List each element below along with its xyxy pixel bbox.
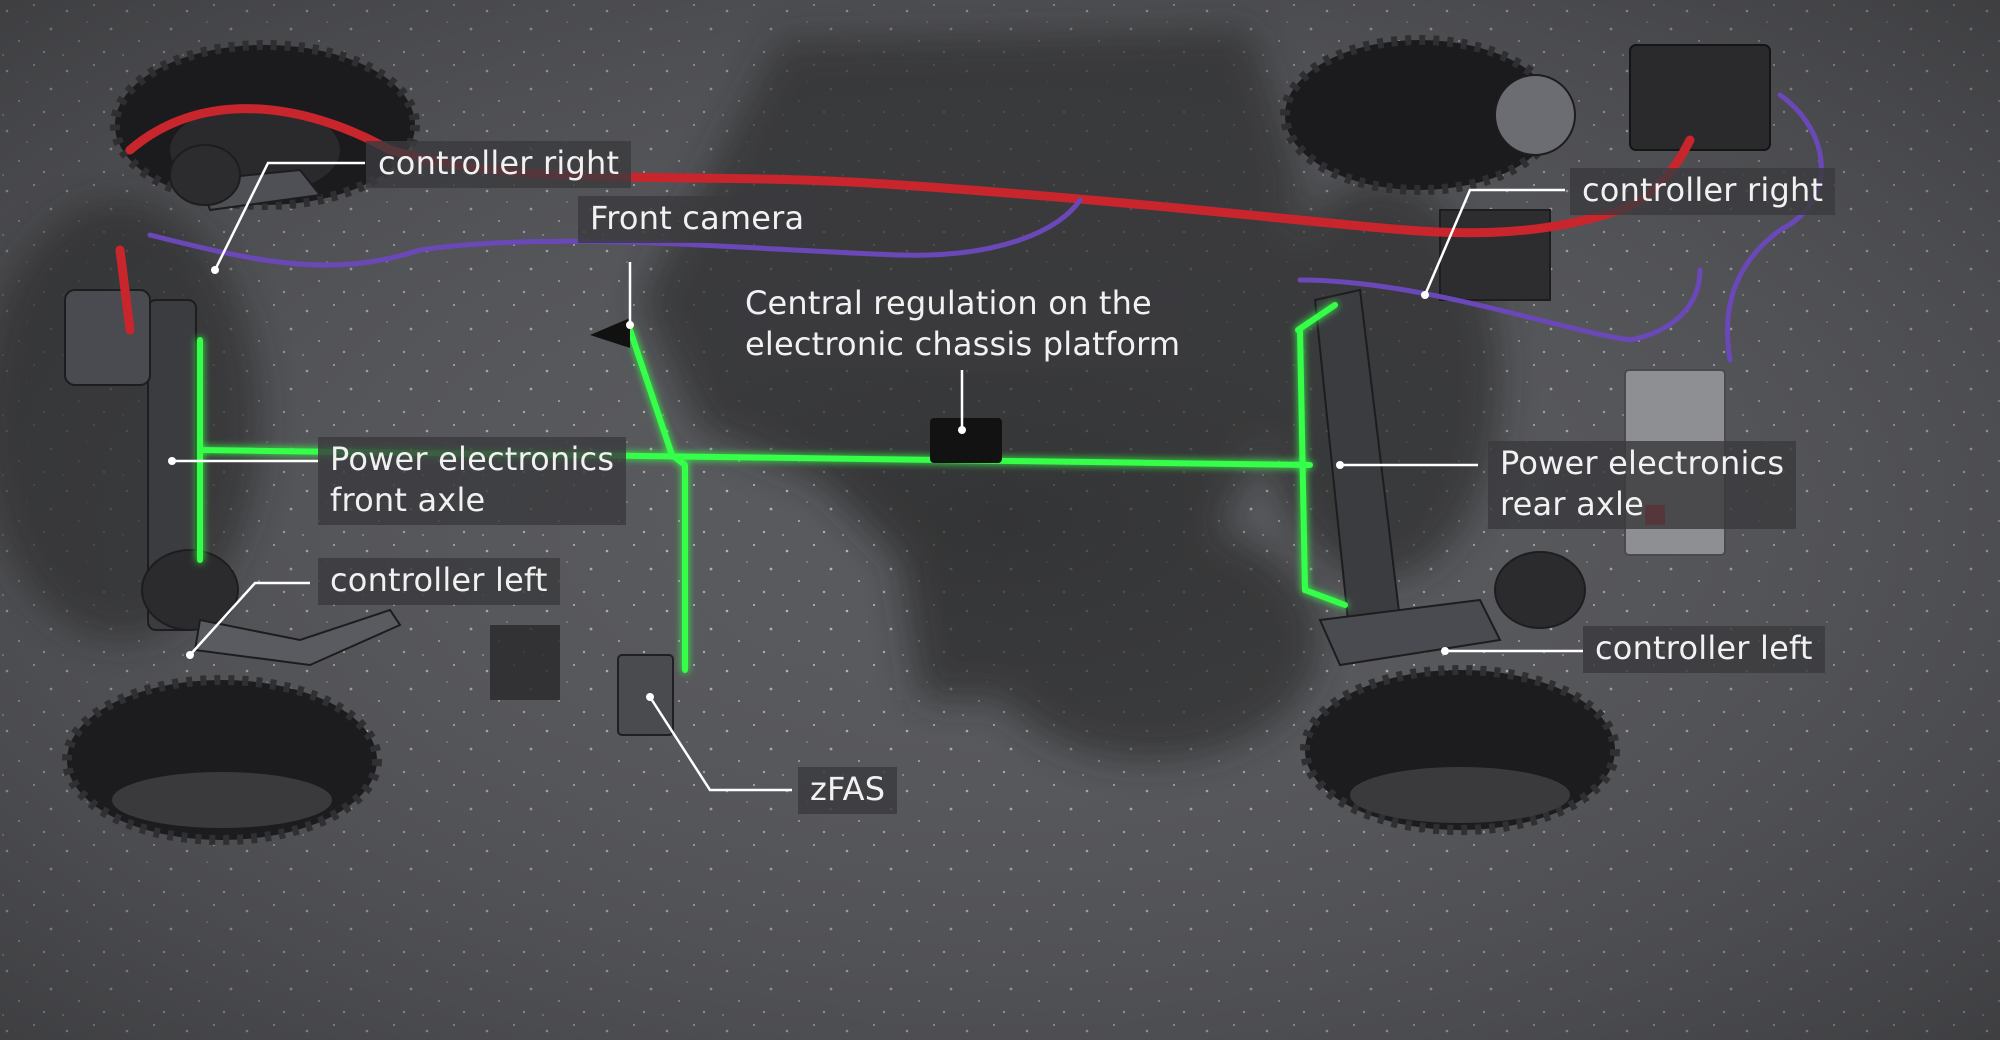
rear-axle-assembly	[1313, 74, 1586, 667]
rear-left-wheel	[1300, 665, 1620, 835]
zfas-unit	[617, 654, 674, 736]
power-rear-line-2: rear axle	[1500, 485, 1645, 523]
central-regulation-line-1: Central regulation on the	[745, 284, 1152, 322]
front-camera-icon	[590, 318, 630, 348]
red-cable	[115, 104, 1695, 335]
callout-lines	[172, 161, 1583, 792]
power-front-line-1: Power electronics	[330, 440, 615, 478]
callout-dots	[168, 266, 1449, 701]
front-left-wheel	[62, 675, 382, 845]
central-regulation-unit	[930, 418, 1002, 463]
label-power-electronics-rear: Power electronics rear axle	[1488, 441, 1797, 529]
front-dark-box	[490, 625, 560, 700]
label-zfas: zFAS	[798, 767, 898, 814]
label-power-electronics-front: Power electronics front axle	[318, 437, 627, 525]
power-rear-line-1: Power electronics	[1500, 444, 1785, 482]
label-controller-left-front: controller left	[318, 558, 560, 605]
label-controller-left-rear: controller left	[1583, 626, 1825, 673]
label-controller-right-rear: controller right	[1570, 168, 1836, 215]
central-regulation-line-2: electronic chassis platform	[745, 325, 1181, 363]
label-central-regulation: Central regulation on the electronic cha…	[733, 281, 1193, 369]
power-front-line-2: front axle	[330, 481, 486, 519]
label-controller-right-front: controller right	[366, 141, 632, 188]
label-front-camera: Front camera	[578, 196, 817, 243]
